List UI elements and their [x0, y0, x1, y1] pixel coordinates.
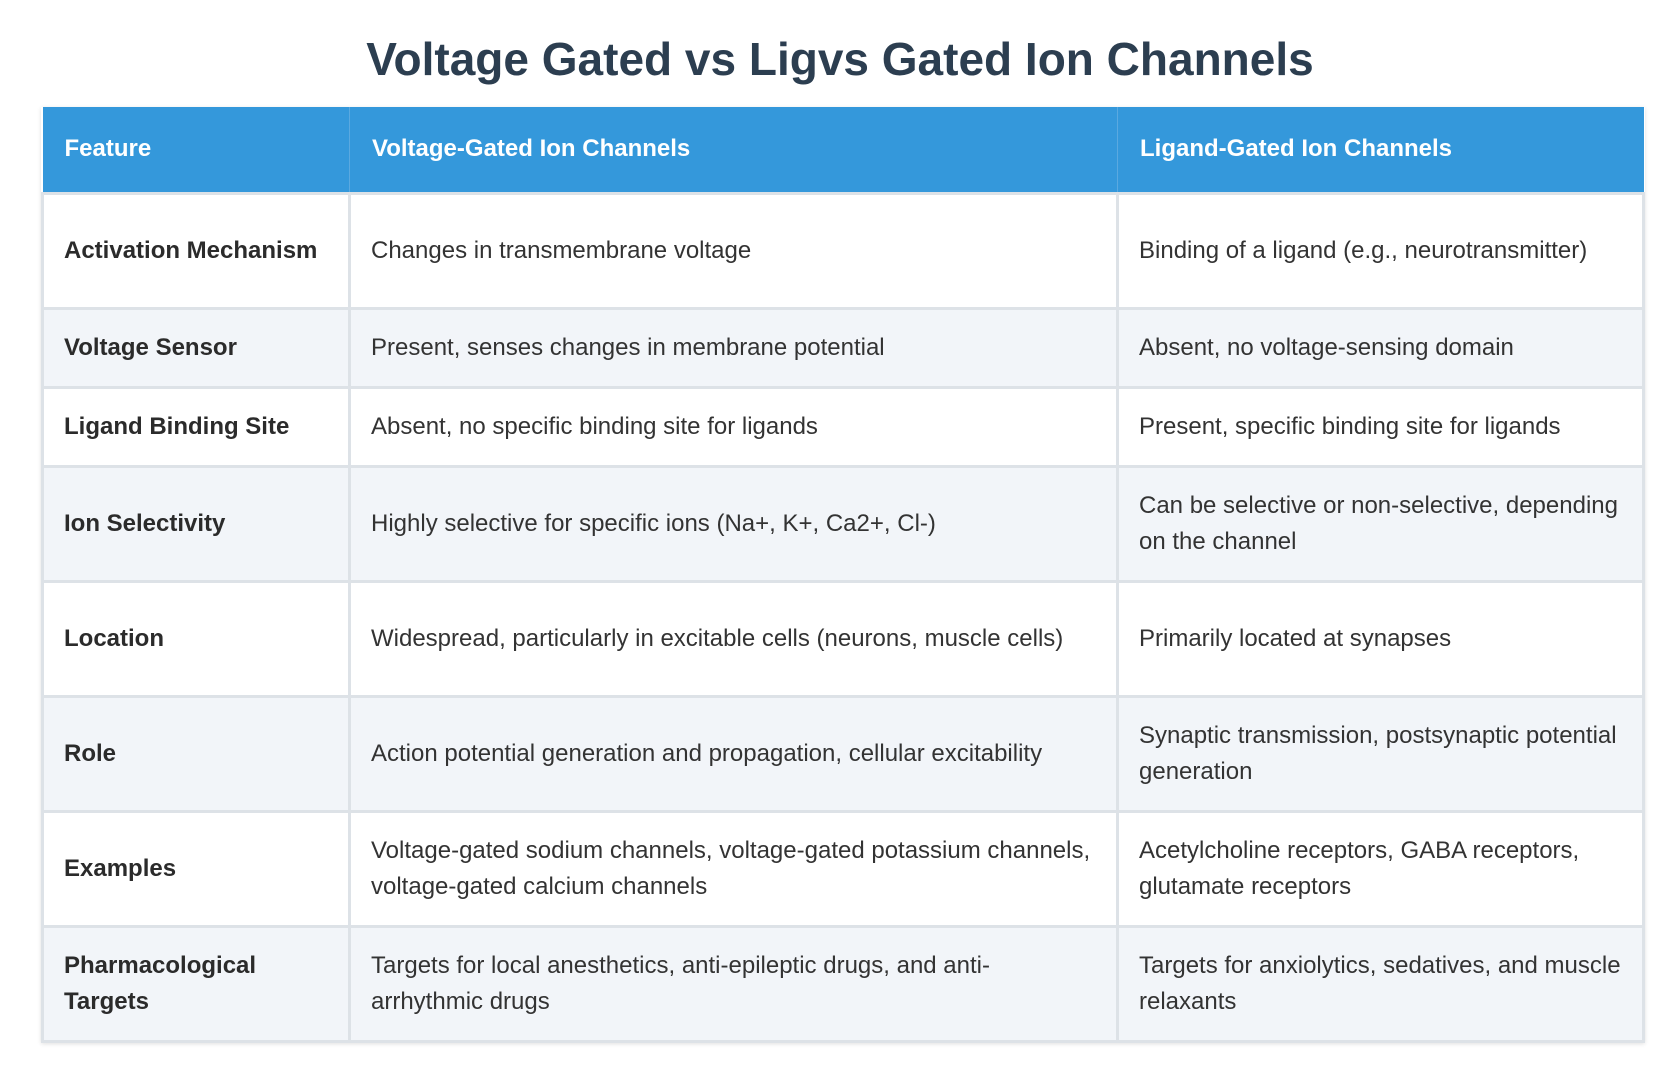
voltage-cell: Action potential generation and propagat…: [348, 694, 1119, 813]
voltage-cell: Absent, no specific binding site for lig…: [348, 385, 1119, 468]
comparison-table: Feature Voltage-Gated Ion Channels Ligan…: [41, 107, 1645, 1043]
ligand-cell: Present, specific binding site for ligan…: [1116, 385, 1645, 468]
feature-cell: Ion Selectivity: [41, 464, 351, 583]
voltage-cell: Widespread, particularly in excitable ce…: [348, 579, 1119, 698]
feature-cell: Voltage Sensor: [41, 306, 351, 389]
feature-cell: Role: [41, 694, 351, 813]
table-row: Examples Voltage-gated sodium channels, …: [41, 809, 1645, 928]
voltage-cell: Changes in transmembrane voltage: [348, 191, 1119, 310]
header-voltage-gated: Voltage-Gated Ion Channels: [349, 107, 1118, 193]
ligand-cell: Can be selective or non-selective, depen…: [1116, 464, 1645, 583]
ligand-cell: Absent, no voltage-sensing domain: [1116, 306, 1645, 389]
ligand-cell: Acetylcholine receptors, GABA receptors,…: [1116, 809, 1645, 928]
voltage-cell: Targets for local anesthetics, anti-epil…: [348, 924, 1119, 1043]
feature-cell: Examples: [41, 809, 351, 928]
ligand-cell: Primarily located at synapses: [1116, 579, 1645, 698]
table-header-row: Feature Voltage-Gated Ion Channels Ligan…: [42, 107, 1644, 193]
voltage-cell: Voltage-gated sodium channels, voltage-g…: [348, 809, 1119, 928]
table-row: Ligand Binding Site Absent, no specific …: [41, 385, 1645, 468]
table-row: Activation Mechanism Changes in transmem…: [41, 191, 1645, 310]
ligand-cell: Synaptic transmission, postsynaptic pote…: [1116, 694, 1645, 813]
feature-cell: Pharmacological Targets: [41, 924, 351, 1043]
ligand-cell: Binding of a ligand (e.g., neurotransmit…: [1116, 191, 1645, 310]
table-row: Role Action potential generation and pro…: [41, 694, 1645, 813]
header-feature: Feature: [42, 107, 350, 193]
feature-cell: Location: [41, 579, 351, 698]
table-row: Ion Selectivity Highly selective for spe…: [41, 464, 1645, 583]
header-ligand-gated: Ligand-Gated Ion Channels: [1117, 107, 1644, 193]
feature-cell: Ligand Binding Site: [41, 385, 351, 468]
voltage-cell: Present, senses changes in membrane pote…: [348, 306, 1119, 389]
table-row: Location Widespread, particularly in exc…: [41, 579, 1645, 698]
feature-cell: Activation Mechanism: [41, 191, 351, 310]
ligand-cell: Targets for anxiolytics, sedatives, and …: [1116, 924, 1645, 1043]
table-row: Voltage Sensor Present, senses changes i…: [41, 306, 1645, 389]
table-row: Pharmacological Targets Targets for loca…: [41, 924, 1645, 1043]
page-title: Voltage Gated vs Ligvs Gated Ion Channel…: [366, 33, 1314, 85]
voltage-cell: Highly selective for specific ions (Na+,…: [348, 464, 1119, 583]
